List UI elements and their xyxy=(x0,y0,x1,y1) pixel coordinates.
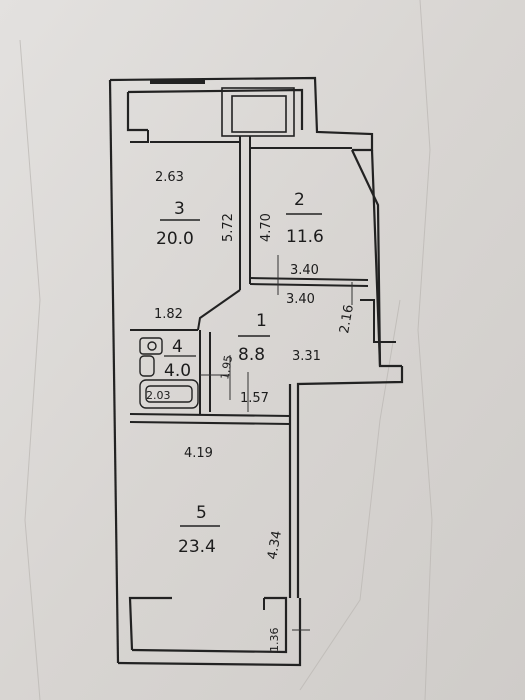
top-window xyxy=(150,80,295,137)
paper-creases xyxy=(19,0,433,700)
hall-right-label: 3.31 xyxy=(292,349,321,364)
hall-diag-label: 2.16 xyxy=(337,304,357,335)
room2-width-label: 3.40 xyxy=(290,263,319,278)
room2-number: 2 xyxy=(294,190,305,210)
room3-length-label: 5.72 xyxy=(221,213,236,242)
bath-top-label: 1.82 xyxy=(154,307,183,322)
room1-area: 8.8 xyxy=(238,345,265,365)
room2-area: 11.6 xyxy=(286,227,324,247)
room2-wall-label: 4.70 xyxy=(259,213,274,242)
room5-area: 23.4 xyxy=(178,537,216,557)
room5-length-label: 4.34 xyxy=(265,530,285,561)
balcony-label: 1.36 xyxy=(268,628,281,653)
room4-number: 4 xyxy=(172,337,183,357)
room3-number: 3 xyxy=(174,199,185,219)
hall-bottom-label: 1.57 xyxy=(240,391,269,406)
dimension-lines xyxy=(200,255,353,631)
room5-width-label: 4.19 xyxy=(184,446,213,461)
bathroom-fixtures xyxy=(139,337,199,409)
room1-number: 1 xyxy=(256,311,267,331)
bathtub xyxy=(139,379,199,409)
hall-left-label: 1.95 xyxy=(218,354,235,380)
hall-top-label: 3.40 xyxy=(286,292,315,307)
room3-area: 20.0 xyxy=(156,229,194,249)
room4-area: 4.0 xyxy=(164,361,191,381)
room5-number: 5 xyxy=(196,503,207,523)
sink xyxy=(139,337,163,355)
bath-bottom-label: 2.03 xyxy=(146,389,171,402)
walls xyxy=(108,76,404,667)
partitions xyxy=(129,130,396,610)
toilet xyxy=(139,355,155,377)
room3-width-label: 2.63 xyxy=(155,170,184,185)
